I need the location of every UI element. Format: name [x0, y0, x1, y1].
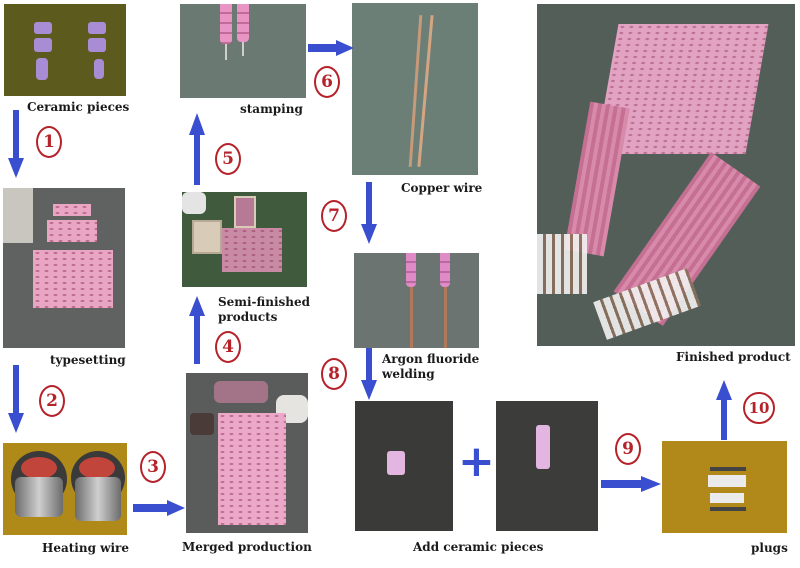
label-ceramic-pieces: Ceramic pieces	[27, 100, 130, 114]
photo-ceramic-piece-short	[355, 401, 453, 531]
label-argon-welding: Argon fluoride welding	[382, 352, 479, 382]
step-number-10: 10	[743, 392, 775, 424]
photo-argon-welding	[354, 253, 479, 348]
arrow-up-icon	[189, 113, 205, 185]
label-plugs: plugs	[751, 541, 788, 555]
step-number-9: 9	[615, 433, 641, 465]
step-number-1: 1	[36, 126, 62, 158]
step-number-5: 5	[215, 143, 241, 175]
photo-ceramic-piece-long	[496, 401, 598, 531]
photo-stamping	[180, 4, 306, 98]
photo-finished-product	[537, 4, 795, 346]
label-typesetting: typesetting	[50, 353, 126, 367]
photo-semi-finished	[182, 192, 307, 287]
arrow-down-icon	[361, 182, 377, 244]
step-number-4: 4	[215, 331, 241, 363]
photo-ceramic-pieces	[4, 4, 126, 96]
photo-heating-wire	[3, 443, 127, 535]
plus-icon: +	[458, 436, 495, 487]
label-semi-finished: Semi-finished products	[218, 295, 310, 325]
arrow-up-icon	[716, 380, 732, 440]
label-argon-welding-line2: welding	[382, 367, 435, 381]
step-number-3: 3	[140, 451, 166, 483]
label-semi-finished-line2: products	[218, 310, 278, 324]
step-number-6: 6	[314, 66, 340, 98]
step-number-8: 8	[321, 358, 347, 390]
label-finished-product: Finished product	[676, 350, 791, 364]
arrow-right-icon	[601, 476, 661, 492]
label-add-ceramic: Add ceramic pieces	[413, 540, 544, 554]
arrow-down-icon	[8, 365, 24, 433]
photo-typesetting	[3, 188, 125, 348]
arrow-down-icon	[8, 110, 24, 178]
arrow-down-icon	[361, 348, 377, 400]
label-stamping: stamping	[240, 102, 303, 116]
arrow-right-icon	[308, 40, 354, 56]
photo-merged-production	[186, 373, 308, 533]
label-merged-production: Merged production	[182, 540, 312, 554]
step-number-2: 2	[39, 385, 65, 417]
label-copper-wire: Copper wire	[401, 181, 483, 195]
arrow-right-icon	[133, 500, 185, 516]
step-number-7: 7	[321, 200, 347, 232]
photo-plugs	[662, 441, 787, 533]
label-semi-finished-line1: Semi-finished	[218, 295, 311, 309]
label-argon-welding-line1: Argon fluoride	[382, 352, 480, 366]
arrow-up-icon	[189, 296, 205, 364]
photo-copper-wire	[352, 3, 478, 175]
label-heating-wire: Heating wire	[42, 541, 129, 555]
